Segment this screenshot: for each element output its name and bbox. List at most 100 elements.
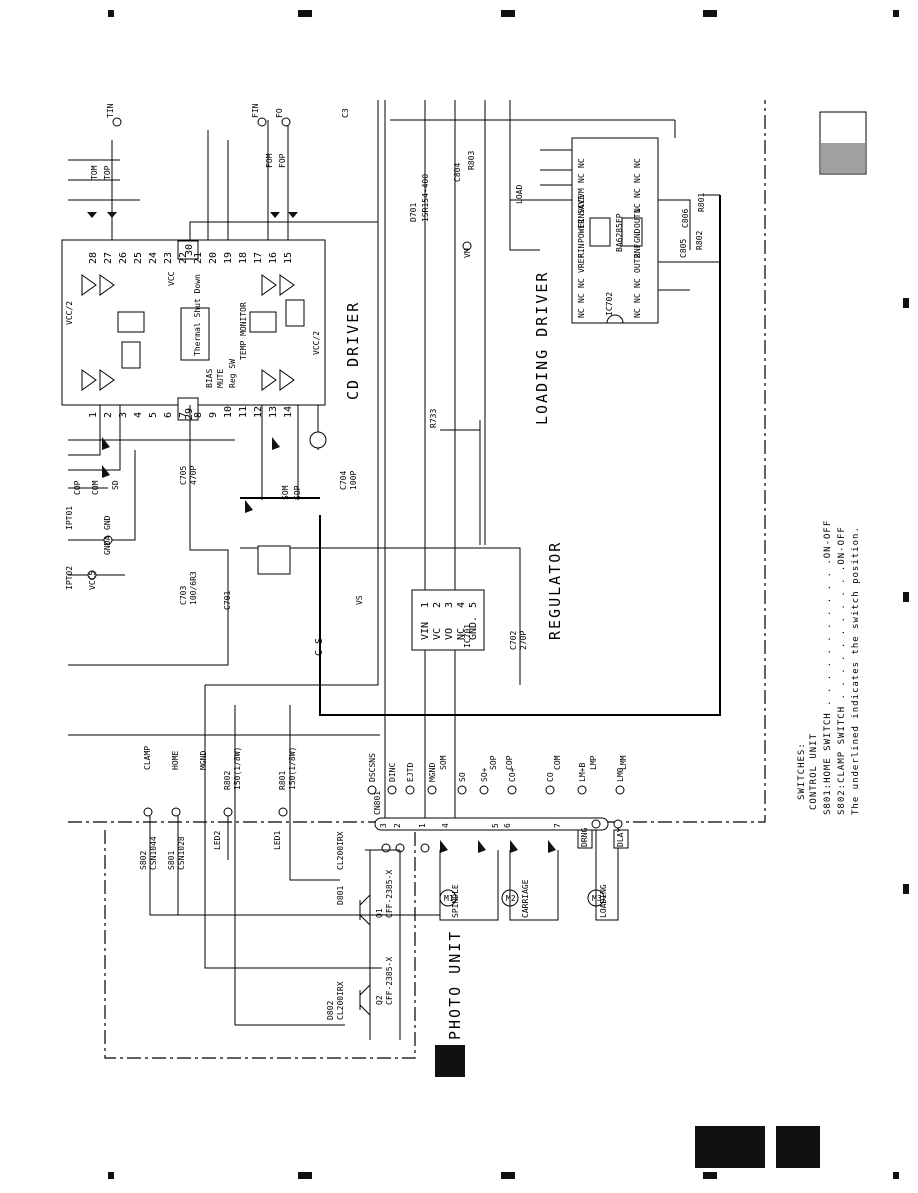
cd-driver-pin-19: 19: [223, 252, 234, 264]
fin-terminal[interactable]: [257, 117, 267, 127]
connector-terminal[interactable]: [381, 843, 391, 853]
loading-pin-left-3: VCC: [577, 198, 586, 213]
loading-pin-right-9: NC: [633, 293, 642, 303]
loading-label: LOADING: [599, 884, 608, 918]
cn801-pin-4: 4: [441, 823, 450, 828]
ground-symbols: [87, 212, 556, 853]
carriage-label: CARRIAGE: [521, 879, 530, 918]
net-load: LOAD: [515, 185, 524, 204]
vm-terminal[interactable]: [462, 241, 472, 251]
registration-mark: [298, 10, 312, 17]
c703-label: C703: [179, 586, 188, 605]
lm-terminal[interactable]: [591, 819, 601, 829]
cd-driver-pin-14: 14: [283, 406, 294, 418]
tin-terminal[interactable]: [112, 117, 122, 127]
page-number-block: [695, 1126, 765, 1168]
reg-pin-num-5: 5: [468, 602, 479, 608]
d701-label: D701: [409, 203, 418, 222]
c701-component: [257, 545, 291, 575]
cn801-pin-2: 2: [393, 823, 402, 828]
cd-driver-pin-24: 24: [148, 252, 159, 264]
switches-note: SWITCHES: CONTROL UNIT S801:HOME SWITCH …: [797, 520, 861, 815]
cd-driver-pin-2: 2: [103, 412, 114, 418]
c705-label: C705: [179, 466, 188, 485]
led2-terminal[interactable]: [223, 807, 233, 817]
dlay-tag: [613, 829, 629, 849]
cn801-pin-7: 7: [553, 823, 562, 828]
connector-test-terminal[interactable]: [577, 785, 587, 795]
r733-label: R733: [429, 409, 438, 428]
cn801-label: CN801: [373, 791, 382, 815]
vcc5-terminal[interactable]: [87, 570, 97, 580]
loading-pin-left-10: NC: [577, 308, 586, 318]
led1-label: LED1: [273, 831, 282, 850]
led1-terminal[interactable]: [278, 807, 288, 817]
switches-s802: S802:CLAMP SWITCH . . . . . . . . . . .O…: [837, 526, 847, 815]
net-fin: FIN: [251, 103, 260, 118]
net-fo: FO: [275, 108, 284, 118]
registration-mark: [893, 1172, 899, 1179]
d802-label: D802: [326, 1001, 335, 1020]
r801-label: R801: [278, 771, 287, 790]
q1-transistor: Q1 CFF-2385-X: [359, 870, 394, 926]
net-som: SOM: [281, 485, 290, 500]
connector-label-3: MGND: [428, 763, 437, 782]
connector-test-terminal[interactable]: [427, 785, 437, 795]
registration-mark: [501, 10, 515, 17]
gnda-terminal[interactable]: [103, 535, 113, 545]
connector-test-terminal[interactable]: [387, 785, 397, 795]
loading-pin-left-5: POWER SAVE: [577, 195, 586, 243]
connector-test-terminal[interactable]: [507, 785, 517, 795]
loading-pin-right-2: NC: [633, 188, 642, 198]
drng-tag: [577, 829, 593, 849]
reg-pin-vo: VO: [444, 628, 455, 640]
switches-unit: CONTROL UNIT: [809, 733, 819, 810]
fo-terminal[interactable]: [281, 117, 291, 127]
connector-test-terminal[interactable]: [479, 785, 489, 795]
net-ipt02: IPT02: [65, 566, 74, 590]
r802-val: 150(1/8W): [233, 747, 242, 790]
cd-driver-pin-27: 27: [103, 252, 114, 264]
lm-terminal[interactable]: [613, 819, 623, 829]
connector-test-terminal[interactable]: [405, 785, 415, 795]
reg-pin-vin: VIN: [420, 622, 431, 640]
s802-label: S802: [139, 851, 148, 870]
page-tab-shade: [821, 143, 865, 173]
cd-driver-pin-16: 16: [268, 252, 279, 264]
c702-label: C702: [509, 631, 518, 650]
c705-val: 470P: [189, 466, 198, 485]
cd-driver-pin-12: 12: [253, 406, 264, 418]
home-terminal[interactable]: [171, 807, 181, 817]
reg-pin-num-4: 4: [456, 602, 467, 608]
registration-mark: [108, 10, 114, 17]
test-point-10[interactable]: [309, 431, 327, 449]
connector-test-terminal[interactable]: [457, 785, 467, 795]
connector-label-2: EJTD: [406, 763, 415, 782]
connector-label-0: DSCSNS: [368, 753, 377, 782]
q1-part: CFF-2385-X: [385, 870, 394, 918]
cd-driver-pin-18: 18: [238, 252, 249, 264]
cd-driver-pin-22: 22: [178, 252, 189, 264]
c701-label: C701: [223, 591, 232, 610]
registration-mark: [893, 10, 899, 17]
net-top: TOP: [103, 165, 112, 180]
connector-net-6: COM: [553, 755, 562, 770]
connector-test-terminal[interactable]: [367, 785, 377, 795]
c804-label: C804: [453, 163, 462, 182]
connector-test-terminal[interactable]: [545, 785, 555, 795]
dlay-label: DLAY: [616, 828, 625, 847]
loading-pin-left-9: NC: [577, 293, 586, 303]
c703-val: 100/6R3: [189, 571, 198, 605]
r801-comp-label: R801: [697, 193, 706, 212]
cd-driver-pin-20: 20: [208, 252, 219, 264]
connector-terminal[interactable]: [420, 843, 430, 853]
clamp-terminal[interactable]: [143, 807, 153, 817]
c704-label: C704: [339, 471, 348, 490]
loading-pin-left-8: NC: [577, 278, 586, 288]
net-tom: TOM: [90, 165, 99, 180]
loading-pin-left-1: NC: [577, 173, 586, 183]
connector-test-terminal[interactable]: [615, 785, 625, 795]
connector-net-2: MGND: [199, 751, 208, 770]
